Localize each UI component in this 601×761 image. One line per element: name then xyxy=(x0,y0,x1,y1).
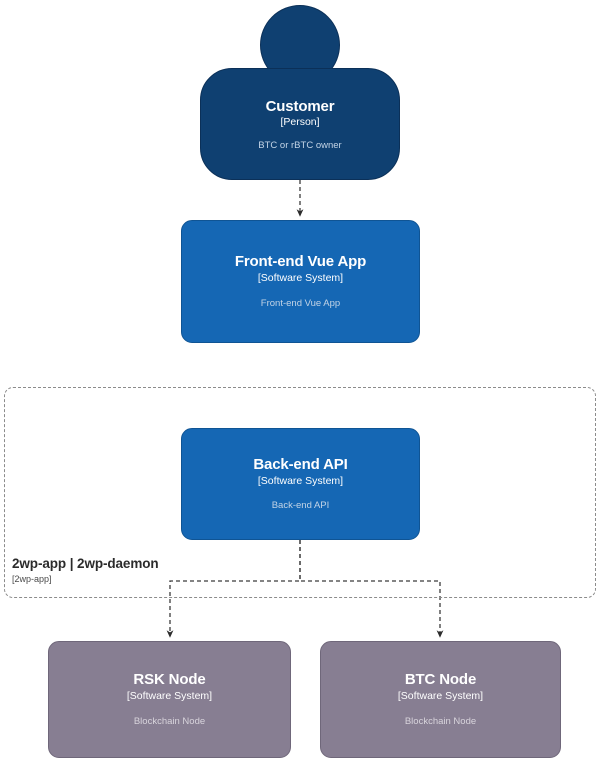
boundary-label: 2wp-app | 2wp-daemon [2wp-app] xyxy=(12,556,159,584)
node-customer[interactable]: Customer [Person] BTC or rBTC owner xyxy=(0,0,601,182)
btc-node-description: Blockchain Node xyxy=(404,715,477,727)
btc-node-type: [Software System] xyxy=(397,690,484,703)
backend-description: Back-end API xyxy=(271,500,330,512)
node-backend-api[interactable]: Back-end API [Software System] Back-end … xyxy=(181,428,420,540)
rsk-node-title: RSK Node xyxy=(133,671,206,689)
frontend-title: Front-end Vue App xyxy=(234,253,367,271)
rsk-node-type: [Software System] xyxy=(126,690,213,703)
system-boundary-2wp-app xyxy=(4,387,596,598)
btc-node-title: BTC Node xyxy=(404,671,477,689)
node-rsk-node[interactable]: RSK Node [Software System] Blockchain No… xyxy=(48,641,291,758)
rsk-node-description: Blockchain Node xyxy=(133,715,206,727)
frontend-type: [Software System] xyxy=(257,272,344,285)
boundary-name: 2wp-app | 2wp-daemon xyxy=(12,556,159,571)
backend-title: Back-end API xyxy=(253,455,348,473)
node-btc-node[interactable]: BTC Node [Software System] Blockchain No… xyxy=(320,641,561,758)
backend-type: [Software System] xyxy=(257,474,344,487)
customer-type: [Person] xyxy=(280,115,320,128)
customer-description: BTC or rBTC owner xyxy=(258,139,342,151)
node-frontend-vue-app[interactable]: Front-end Vue App [Software System] Fron… xyxy=(181,220,420,343)
customer-body: Customer [Person] BTC or rBTC owner xyxy=(200,68,400,180)
customer-title: Customer xyxy=(265,97,335,115)
frontend-description: Front-end Vue App xyxy=(260,297,341,309)
boundary-type: [2wp-app] xyxy=(12,573,52,584)
